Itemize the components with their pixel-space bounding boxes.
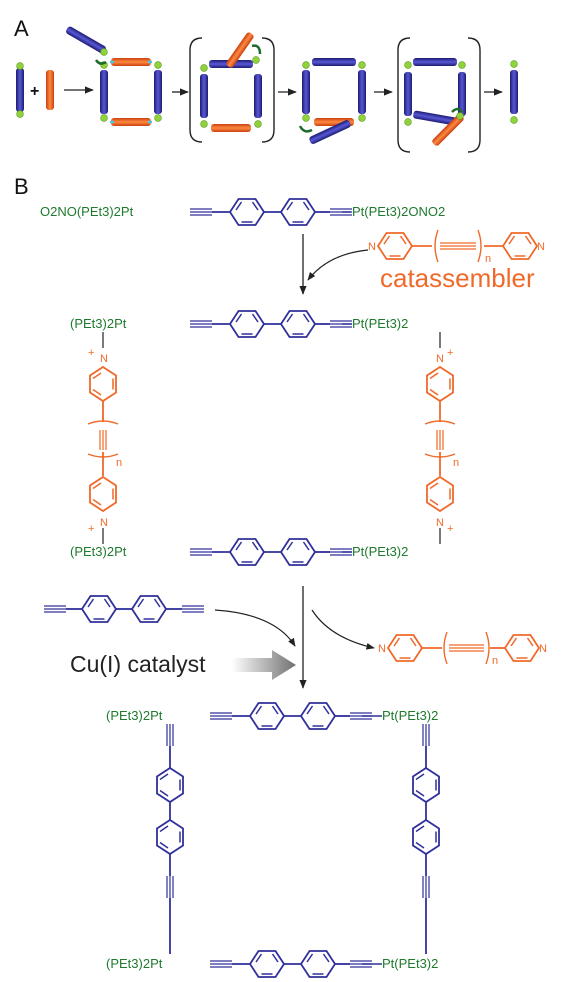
diethynyl-biphenyl bbox=[44, 595, 204, 623]
panel-label-a: A bbox=[14, 16, 29, 41]
pt-right-final-bottom: Pt(PEt3)2 bbox=[382, 956, 438, 971]
pt-left-bottom: (PEt3)2Pt bbox=[70, 544, 127, 559]
svg-text:+: + bbox=[447, 523, 453, 535]
orange-rod-template bbox=[46, 70, 54, 110]
svg-text:N: N bbox=[378, 643, 386, 655]
panel-label-b: B bbox=[14, 174, 29, 199]
svg-text:n: n bbox=[116, 457, 122, 469]
left-catassembler-column: N + n N + bbox=[87, 332, 122, 544]
arrow bbox=[311, 609, 375, 650]
partial-square bbox=[298, 58, 366, 145]
pt-right-final-top: Pt(PEt3)2 bbox=[382, 708, 438, 723]
pt-left-final-top: (PEt3)2Pt bbox=[106, 708, 163, 723]
start-left-group: O2NO(PEt3)2Pt bbox=[40, 204, 134, 219]
intermediate-bracket-2 bbox=[397, 37, 481, 153]
pt-right-top: Pt(PEt3)2 bbox=[352, 316, 408, 331]
plus-sign: + bbox=[30, 83, 39, 100]
catassembler-label: catassembler bbox=[380, 263, 535, 293]
svg-text:N: N bbox=[537, 241, 545, 253]
svg-text:n: n bbox=[492, 655, 498, 667]
svg-text:+: + bbox=[447, 347, 453, 359]
svg-text:N: N bbox=[436, 517, 444, 529]
svg-text:N: N bbox=[368, 241, 376, 253]
svg-text:N: N bbox=[100, 517, 108, 529]
catalyst-label: Cu(I) catalyst bbox=[70, 651, 206, 677]
left-biphenyl-column bbox=[156, 723, 184, 954]
start-right-group: Pt(PEt3)2ONO2 bbox=[352, 204, 445, 219]
svg-text:+: + bbox=[88, 347, 94, 359]
pt-left-final-bottom: (PEt3)2Pt bbox=[106, 956, 163, 971]
right-biphenyl-column bbox=[412, 723, 440, 954]
svg-text:n: n bbox=[453, 457, 459, 469]
blue-rod-monomer bbox=[16, 62, 24, 118]
right-catassembler-column: N + n N + bbox=[424, 332, 459, 544]
released-catassembler: N n N bbox=[378, 631, 547, 667]
svg-text:N: N bbox=[100, 353, 108, 365]
pt-left-top: (PEt3)2Pt bbox=[70, 316, 127, 331]
catalyst-arrow bbox=[232, 650, 296, 680]
arrow bbox=[307, 249, 369, 281]
pt-right-bottom: Pt(PEt3)2 bbox=[352, 544, 408, 559]
final-square bbox=[510, 58, 566, 126]
catassembler-molecule: N n N bbox=[368, 229, 545, 265]
svg-text:n: n bbox=[485, 253, 491, 265]
svg-text:N: N bbox=[539, 643, 547, 655]
svg-text:+: + bbox=[88, 523, 94, 535]
arrow bbox=[214, 609, 296, 647]
svg-text:N: N bbox=[436, 353, 444, 365]
assembled-square bbox=[64, 25, 162, 126]
intermediate-bracket-1 bbox=[189, 31, 275, 143]
